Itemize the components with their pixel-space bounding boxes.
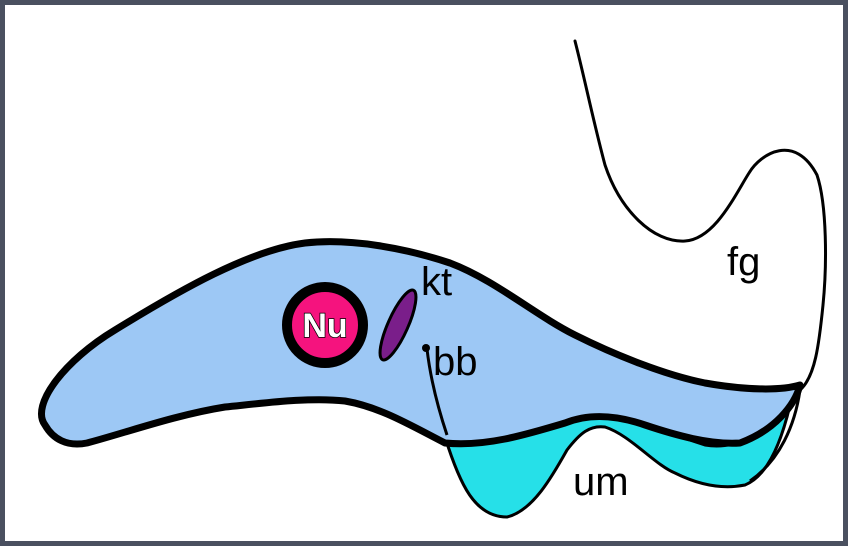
internal-flagellum-line	[425, 348, 449, 436]
trypanosome-diagram: Nu kt bb fg um	[38, 39, 827, 519]
kinetoplast-shape	[378, 288, 418, 362]
nucleus-shape	[282, 282, 368, 368]
flagellum-membrane-edge	[749, 389, 802, 483]
cell-body-shape	[38, 238, 804, 448]
label-basal-body: bb	[433, 340, 478, 384]
label-nucleus: Nu	[302, 307, 347, 345]
label-flagellum: fg	[727, 240, 760, 284]
basal-body-dot	[422, 344, 430, 352]
label-kinetoplast: kt	[421, 260, 452, 304]
flagellum-line	[573, 39, 827, 392]
label-undulating-membrane: um	[573, 460, 629, 504]
